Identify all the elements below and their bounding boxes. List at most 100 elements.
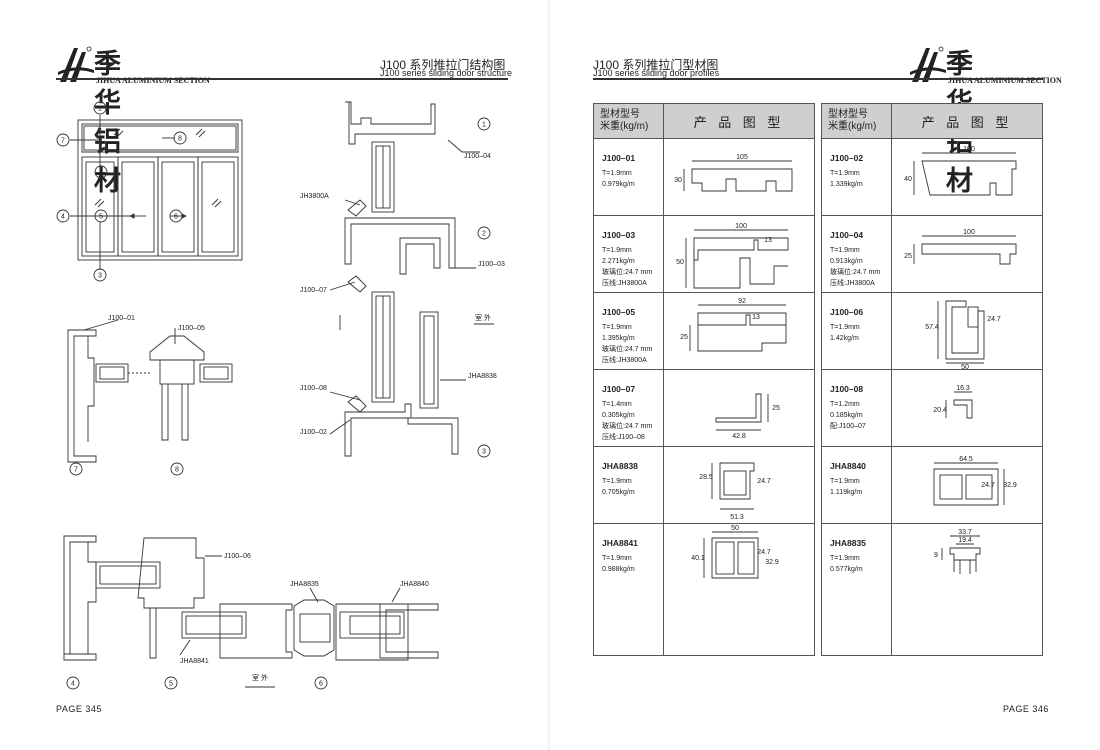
svg-text:30: 30: [674, 177, 682, 184]
callout-5-elevation: 5: [99, 214, 103, 221]
label-jha8841: JHA8841: [180, 658, 209, 665]
label-j100-07: J100–07: [300, 287, 327, 294]
label-jha8840: JHA8840: [400, 581, 429, 588]
svg-text:20.4: 20.4: [933, 407, 947, 414]
svg-text:19.4: 19.4: [958, 537, 972, 544]
door-elevation: [70, 115, 243, 270]
svg-text:33.7: 33.7: [958, 529, 972, 536]
callout-2-elevation: 2: [99, 170, 103, 177]
svg-text:25: 25: [680, 334, 688, 341]
label-j100-03: J100–03: [478, 261, 505, 268]
profile-info: J100–07 T=1.4mm 0.305kg/m 玻璃位:24.7 mm 压线…: [593, 369, 664, 447]
svg-text:13: 13: [764, 237, 772, 244]
profile-info: J100–01 T=1.9mm 0.979kg/m: [593, 138, 664, 216]
profile-figure: 64.5 24.7 32.9: [891, 446, 1043, 524]
svg-text:24.7: 24.7: [757, 478, 771, 485]
svg-text:105: 105: [736, 154, 748, 161]
profile-figure: 92 13 25: [663, 292, 815, 370]
svg-text:13: 13: [752, 314, 760, 321]
header-product-figure: 产 品 图 型: [663, 103, 815, 139]
mullion-detail-8: [149, 335, 233, 441]
left-page-number: PAGE 345: [56, 704, 102, 714]
left-page: 季华铝材 JIHUA ALUMINIUM SECTION J100 系列推拉门结…: [56, 46, 513, 714]
structure-drawings: 1 7 8 2 4 5 6 3 1 2 3 7 8 4 5 6 J100–01 …: [56, 101, 505, 690]
svg-text:42.8: 42.8: [732, 433, 746, 440]
left-title-cn: J100 系列推拉门结构图: [380, 58, 506, 72]
svg-text:32.9: 32.9: [765, 559, 779, 566]
profile-figure: 42.8 25: [663, 369, 815, 447]
profile-info: J100–05 T=1.9mm 1.395kg/m 玻璃位:24.7 mm 压线…: [593, 292, 664, 370]
jamb-detail-7: [67, 329, 150, 463]
svg-text:50: 50: [961, 364, 969, 370]
svg-text:24.7: 24.7: [757, 549, 771, 556]
label-j100-05: J100–05: [178, 325, 205, 332]
callout-6-plan: 6: [319, 681, 323, 688]
header-model-weight: 型材型号 米重(kg/m): [821, 103, 892, 139]
callout-8-elevation: 8: [178, 136, 182, 143]
vertical-section-leaders: [329, 117, 494, 458]
table-row: J100–04 T=1.9mm 0.913kg/m 玻璃位:24.7 mm 压线…: [821, 215, 1043, 293]
profile-table-left: 型材型号 米重(kg/m) 产 品 图 型 J100–01 T=1.9mm 0.…: [593, 103, 815, 656]
profile-figure: 51.3 28.5 24.7: [663, 446, 815, 524]
svg-text:50: 50: [731, 525, 739, 532]
table-row: JHA8841 T=1.9mm 0.988kg/m 50 40.1 24.7 3…: [593, 523, 815, 656]
label-j100-06: J100–06: [224, 553, 251, 560]
callout-7-elevation: 7: [61, 138, 65, 145]
callout-1-elevation: 1: [98, 106, 102, 113]
brand-name-en: JIHUA ALUMINIUM SECTION: [948, 76, 1062, 85]
table-row: JHA8838 T=1.9mm 0.705kg/m 51.3 28.5 24.7: [593, 446, 815, 524]
profile-info: J100–08 T=1.2mm 0.185kg/m 配:J100–07: [821, 369, 892, 447]
svg-text:16.3: 16.3: [956, 385, 970, 392]
callout-3-section: 3: [482, 449, 486, 456]
profile-figure: 33.7 19.4 9: [891, 523, 1043, 656]
table-row: JHA8840 T=1.9mm 1.119kg/m 64.5 24.7 32.9: [821, 446, 1043, 524]
svg-text:24.7: 24.7: [987, 316, 1001, 323]
profile-figure: 100 40: [891, 138, 1043, 216]
svg-text:40: 40: [904, 176, 912, 183]
svg-text:32.9: 32.9: [1003, 482, 1017, 489]
elevation-callouts: [56, 101, 187, 282]
svg-text:9: 9: [934, 552, 938, 559]
label-j100-08: J100–08: [300, 385, 327, 392]
svg-text:57.4: 57.4: [925, 324, 939, 331]
brand-name-en: JIHUA ALUMINIUM SECTION: [96, 76, 210, 85]
header-product-figure: 产 品 图 型: [891, 103, 1043, 139]
profile-figure: 50 40.1 24.7 32.9: [663, 523, 815, 656]
svg-text:25: 25: [904, 253, 912, 260]
table-row: JHA8835 T=1.9mm 0.577kg/m 33.7 19.4 9: [821, 523, 1043, 656]
callout-3-elevation: 3: [98, 273, 102, 280]
callout-6-elevation: 6: [174, 214, 178, 221]
label-jha8835: JHA8835: [290, 581, 319, 588]
brand-mark-icon: [58, 46, 94, 82]
label-j100-01: J100–01: [108, 315, 135, 322]
profile-figure: 100 25: [891, 215, 1043, 293]
profile-table-right: 型材型号 米重(kg/m) 产 品 图 型 J100–02 T=1.9mm 1.…: [821, 103, 1043, 656]
label-j100-04: J100–04: [464, 153, 491, 160]
vertical-section: [339, 101, 459, 457]
right-page-number: PAGE 346: [1003, 704, 1049, 714]
label-jha8838: JHA8838: [468, 373, 497, 380]
profile-figure: 16.3 20.4: [891, 369, 1043, 447]
right-header-rule: [593, 78, 1043, 80]
profile-figure: 105 30: [663, 138, 815, 216]
table-row: J100–07 T=1.4mm 0.305kg/m 玻璃位:24.7 mm 压线…: [593, 369, 815, 447]
profile-info: J100–04 T=1.9mm 0.913kg/m 玻璃位:24.7 mm 压线…: [821, 215, 892, 293]
right-title-cn: J100 系列推拉门型材图: [593, 58, 719, 72]
callout-5-plan: 5: [169, 681, 173, 688]
svg-text:100: 100: [963, 146, 975, 153]
svg-text:50: 50: [676, 259, 684, 266]
left-header-rule: [56, 78, 508, 80]
brand-name-cn: 季华铝材: [94, 49, 122, 197]
profile-info: J100–02 T=1.9mm 1.339kg/m: [821, 138, 892, 216]
right-title-en: J100 series sliding door profiles: [593, 68, 720, 78]
table-row: J100–03 T=1.9mm 2.271kg/m 玻璃位:24.7 mm 压线…: [593, 215, 815, 293]
plan-detail-leaders: [66, 555, 401, 690]
callout-4-plan: 4: [71, 681, 75, 688]
svg-text:51.3: 51.3: [730, 514, 744, 521]
right-page: J100 系列推拉门型材图 J100 series sliding door p…: [550, 0, 1100, 750]
profile-info: JHA8840 T=1.9mm 1.119kg/m: [821, 446, 892, 524]
profile-info: J100–06 T=1.9mm 1.42kg/m: [821, 292, 892, 370]
profile-info: JHA8835 T=1.9mm 0.577kg/m: [821, 523, 892, 656]
svg-text:100: 100: [963, 229, 975, 236]
profile-figure: 50 57.4 24.7: [891, 292, 1043, 370]
